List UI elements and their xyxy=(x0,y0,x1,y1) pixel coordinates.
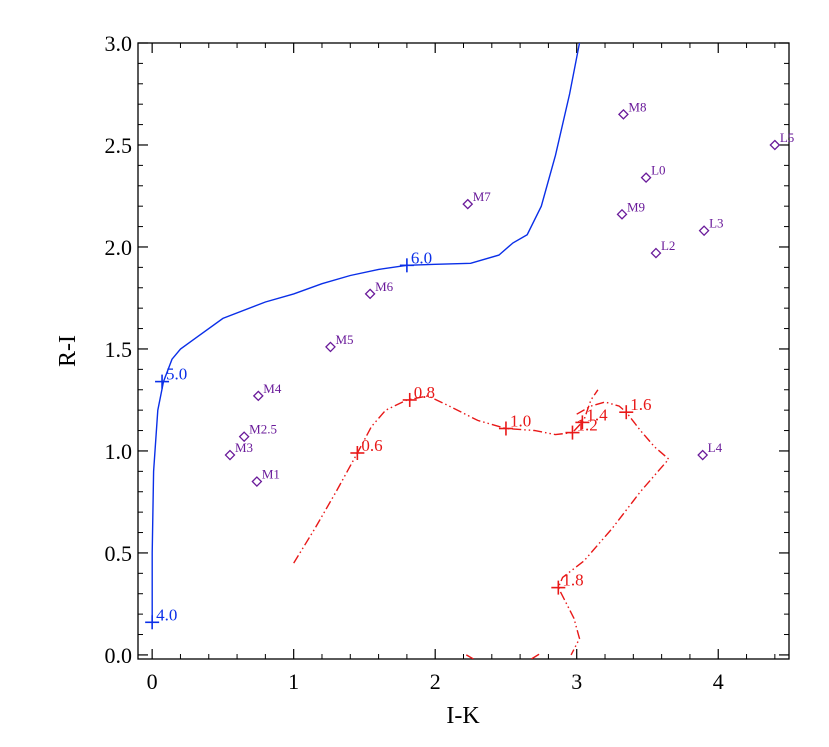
track-value-label: 6.0 xyxy=(411,248,432,267)
x-axis-label: I-K xyxy=(446,703,480,729)
tick-marker xyxy=(145,615,160,630)
x-tick-label: 0 xyxy=(147,669,158,694)
track-value-label: 5.0 xyxy=(166,365,187,384)
y-tick-label: 0.5 xyxy=(105,541,133,566)
red-track-line xyxy=(465,654,474,659)
object-diamond xyxy=(650,247,662,259)
red-track-line xyxy=(293,389,599,564)
track-value-label: 1.6 xyxy=(630,395,651,414)
track-value-label: 0.6 xyxy=(361,436,382,455)
spectral-type-label: M9 xyxy=(627,199,645,214)
axis-ticks: 0 1 2 3 4 0.0 0.5 1.0 1.5 2.0 2.5 3.0 xyxy=(105,31,789,694)
object-diamond xyxy=(325,341,336,353)
track-value-label: 0.8 xyxy=(414,383,435,402)
spectral-type-label: M3 xyxy=(235,440,253,455)
y-tick-label: 1.0 xyxy=(105,439,133,464)
object-diamond xyxy=(616,208,628,220)
spectral-type-label: L0 xyxy=(651,163,665,178)
spectral-type-label: M1 xyxy=(262,467,280,482)
object-diamond xyxy=(618,108,629,120)
object-diamond xyxy=(640,172,652,184)
spectral-type-label: M8 xyxy=(628,99,646,114)
object-diamond xyxy=(462,198,474,210)
object-diamond xyxy=(238,431,250,443)
object-diamond xyxy=(252,390,264,402)
y-tick-label: 1.5 xyxy=(105,337,133,362)
red-track-line xyxy=(557,401,670,656)
tick-marker xyxy=(402,392,417,407)
track-value-label: 1.0 xyxy=(510,412,531,431)
object-diamond xyxy=(769,139,781,151)
object-diamond xyxy=(697,449,709,461)
tick-marker xyxy=(551,580,566,595)
x-tick-label: 3 xyxy=(571,669,582,694)
y-tick-label: 2.0 xyxy=(105,235,133,260)
tick-marker xyxy=(155,374,170,389)
track-value-label: 1.2 xyxy=(576,416,597,435)
plot-data xyxy=(145,43,781,659)
x-tick-label: 4 xyxy=(713,669,724,694)
spectral-type-label: M4 xyxy=(263,381,282,396)
plot-frame xyxy=(137,42,790,660)
track-value-label: 1.4 xyxy=(586,405,608,424)
y-axis-label: R-I xyxy=(55,335,81,367)
blue-track-line xyxy=(151,43,581,623)
track-value-label: 1.8 xyxy=(562,571,583,590)
tick-marker xyxy=(565,425,580,440)
spectral-type-label: M2.5 xyxy=(249,422,277,437)
x-tick-label: 1 xyxy=(288,669,299,694)
tick-marker xyxy=(619,405,634,420)
spectral-type-label: M6 xyxy=(375,279,394,294)
tick-marker xyxy=(575,415,590,430)
y-tick-label: 3.0 xyxy=(105,31,133,56)
spectral-type-label: M7 xyxy=(473,189,492,204)
tick-marker xyxy=(350,445,365,460)
red-track-line xyxy=(531,652,542,659)
object-diamond xyxy=(364,288,376,300)
x-tick-label: 2 xyxy=(430,669,441,694)
tick-marker xyxy=(399,258,414,273)
spectral-type-label: L2 xyxy=(661,238,675,253)
point-labels: 4.0 5.0 6.0 0.6 0.8 1.0 1.21.4 1.6 1.8 M1 M2.5M3 M4… xyxy=(156,99,794,624)
spectral-type-label: L3 xyxy=(709,216,723,231)
object-diamond xyxy=(251,476,263,487)
object-diamond xyxy=(224,449,236,461)
track-value-label: 4.0 xyxy=(156,605,177,624)
spectral-type-label: L5 xyxy=(780,130,794,145)
spectral-type-label: L4 xyxy=(708,440,723,455)
spectral-type-label: M5 xyxy=(335,332,353,347)
y-tick-label: 0.0 xyxy=(105,643,133,668)
object-diamond xyxy=(698,225,710,237)
y-tick-label: 2.5 xyxy=(105,133,133,158)
tick-marker xyxy=(498,421,513,436)
